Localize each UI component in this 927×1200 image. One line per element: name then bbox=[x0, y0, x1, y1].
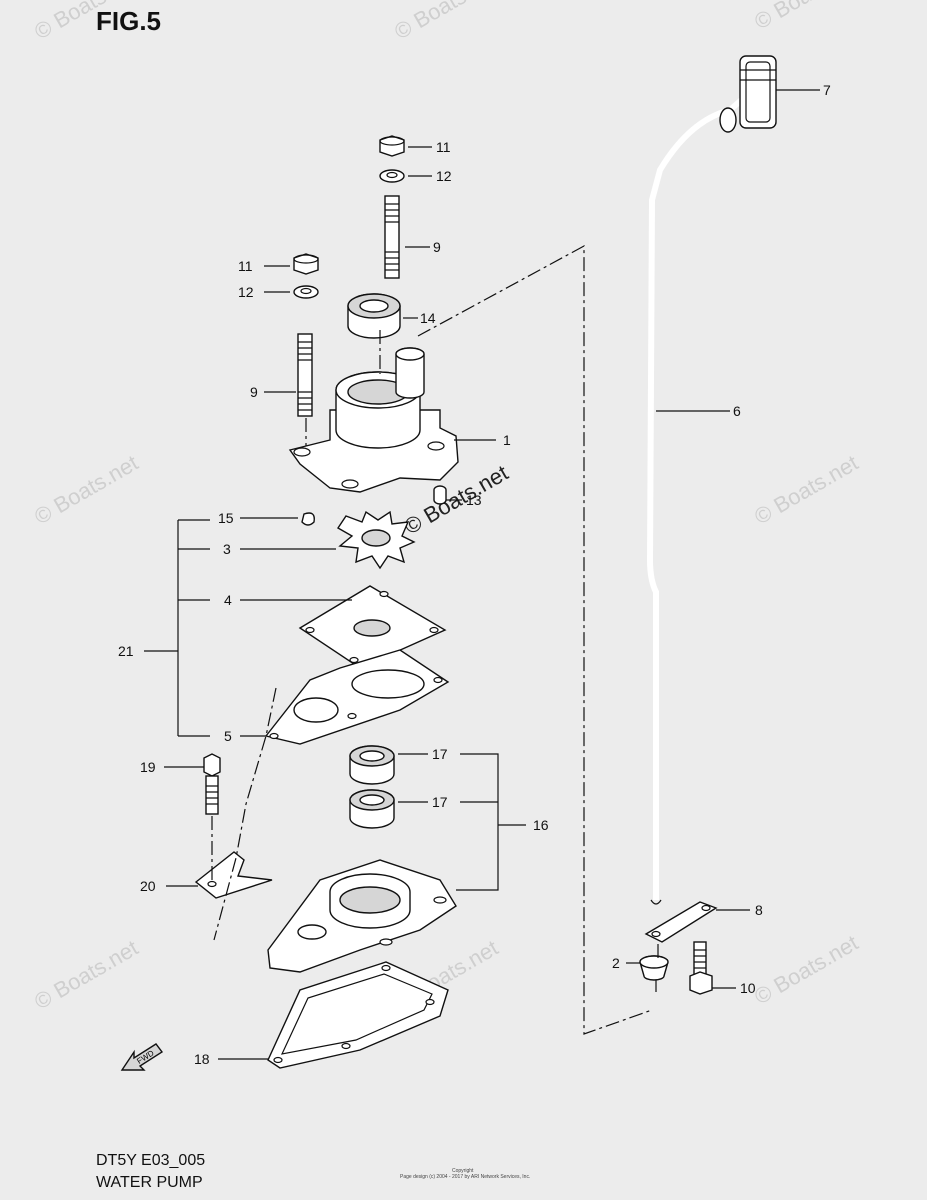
callout-1: 1 bbox=[503, 432, 511, 448]
diagram-name: WATER PUMP bbox=[96, 1174, 203, 1191]
callout-15: 15 bbox=[218, 510, 234, 526]
callout-19: 19 bbox=[140, 759, 156, 775]
watermark: © Boats.net bbox=[750, 450, 862, 529]
pump-case bbox=[288, 347, 459, 493]
callout-18: 18 bbox=[194, 1051, 210, 1067]
callout-labels: 7 11 12 9 11 12 14 9 6 1 13 15 3 4 21 5 … bbox=[118, 82, 831, 1067]
watermark: © Boats.net bbox=[750, 0, 862, 34]
watermark: © Boats.net bbox=[30, 935, 142, 1014]
washer-upper bbox=[379, 169, 405, 183]
washer-left bbox=[293, 285, 319, 299]
bearing-upper bbox=[349, 745, 395, 785]
gasket-upper bbox=[264, 649, 450, 745]
watermark: © Boats.net bbox=[390, 0, 502, 44]
callout-14: 14 bbox=[420, 310, 436, 326]
clamp bbox=[194, 851, 273, 899]
tube-bracket bbox=[644, 901, 718, 943]
pin bbox=[433, 485, 447, 505]
key bbox=[301, 512, 315, 526]
callout-3: 3 bbox=[223, 541, 231, 557]
callout-2: 2 bbox=[612, 955, 620, 971]
callout-11: 11 bbox=[238, 258, 253, 274]
callout-8: 8 bbox=[755, 902, 763, 918]
nut-left bbox=[293, 253, 319, 275]
fwd-arrow-icon: FWD bbox=[120, 1043, 164, 1071]
figure-title: FIG.5 bbox=[96, 6, 162, 36]
watermark: © Boats.net bbox=[750, 930, 862, 1009]
callout-5: 5 bbox=[224, 728, 232, 744]
callout-6: 6 bbox=[733, 403, 741, 419]
grommet bbox=[719, 55, 777, 133]
copyright-line-1: Copyright bbox=[452, 1168, 474, 1174]
callout-7: 7 bbox=[823, 82, 831, 98]
diagram-code: DT5Y E03_005 bbox=[96, 1152, 206, 1169]
water-tube bbox=[646, 93, 748, 905]
collar bbox=[639, 955, 669, 981]
bolt-right bbox=[689, 941, 713, 995]
leader-lines bbox=[144, 89, 820, 1060]
gasket-lower bbox=[267, 961, 449, 1069]
callout-16: 16 bbox=[533, 817, 549, 833]
oil-seal bbox=[347, 293, 401, 339]
callout-21: 21 bbox=[118, 643, 134, 659]
callout-17: 17 bbox=[432, 746, 448, 762]
callout-17: 17 bbox=[432, 794, 448, 810]
callout-9: 9 bbox=[250, 384, 258, 400]
stud-upper bbox=[384, 195, 400, 279]
callout-10: 10 bbox=[740, 980, 756, 996]
callout-12: 12 bbox=[436, 168, 452, 184]
watermark: © Boats.net bbox=[30, 0, 142, 44]
callout-20: 20 bbox=[140, 878, 156, 894]
pump-plate bbox=[298, 585, 447, 669]
lower-case bbox=[267, 859, 457, 973]
callout-4: 4 bbox=[224, 592, 232, 608]
bearing-lower bbox=[349, 789, 395, 829]
callout-9: 9 bbox=[433, 239, 441, 255]
impeller bbox=[337, 510, 416, 570]
callout-12: 12 bbox=[238, 284, 254, 300]
copyright-line-2: Page design (c) 2004 - 2017 by ARI Netwo… bbox=[400, 1174, 531, 1180]
callout-13: 13 bbox=[466, 492, 482, 508]
callout-11: 11 bbox=[436, 139, 451, 155]
watermark: © Boats.net bbox=[30, 450, 142, 529]
stud-left bbox=[297, 333, 313, 417]
nut-upper bbox=[379, 135, 405, 157]
bolt-left bbox=[203, 753, 221, 815]
